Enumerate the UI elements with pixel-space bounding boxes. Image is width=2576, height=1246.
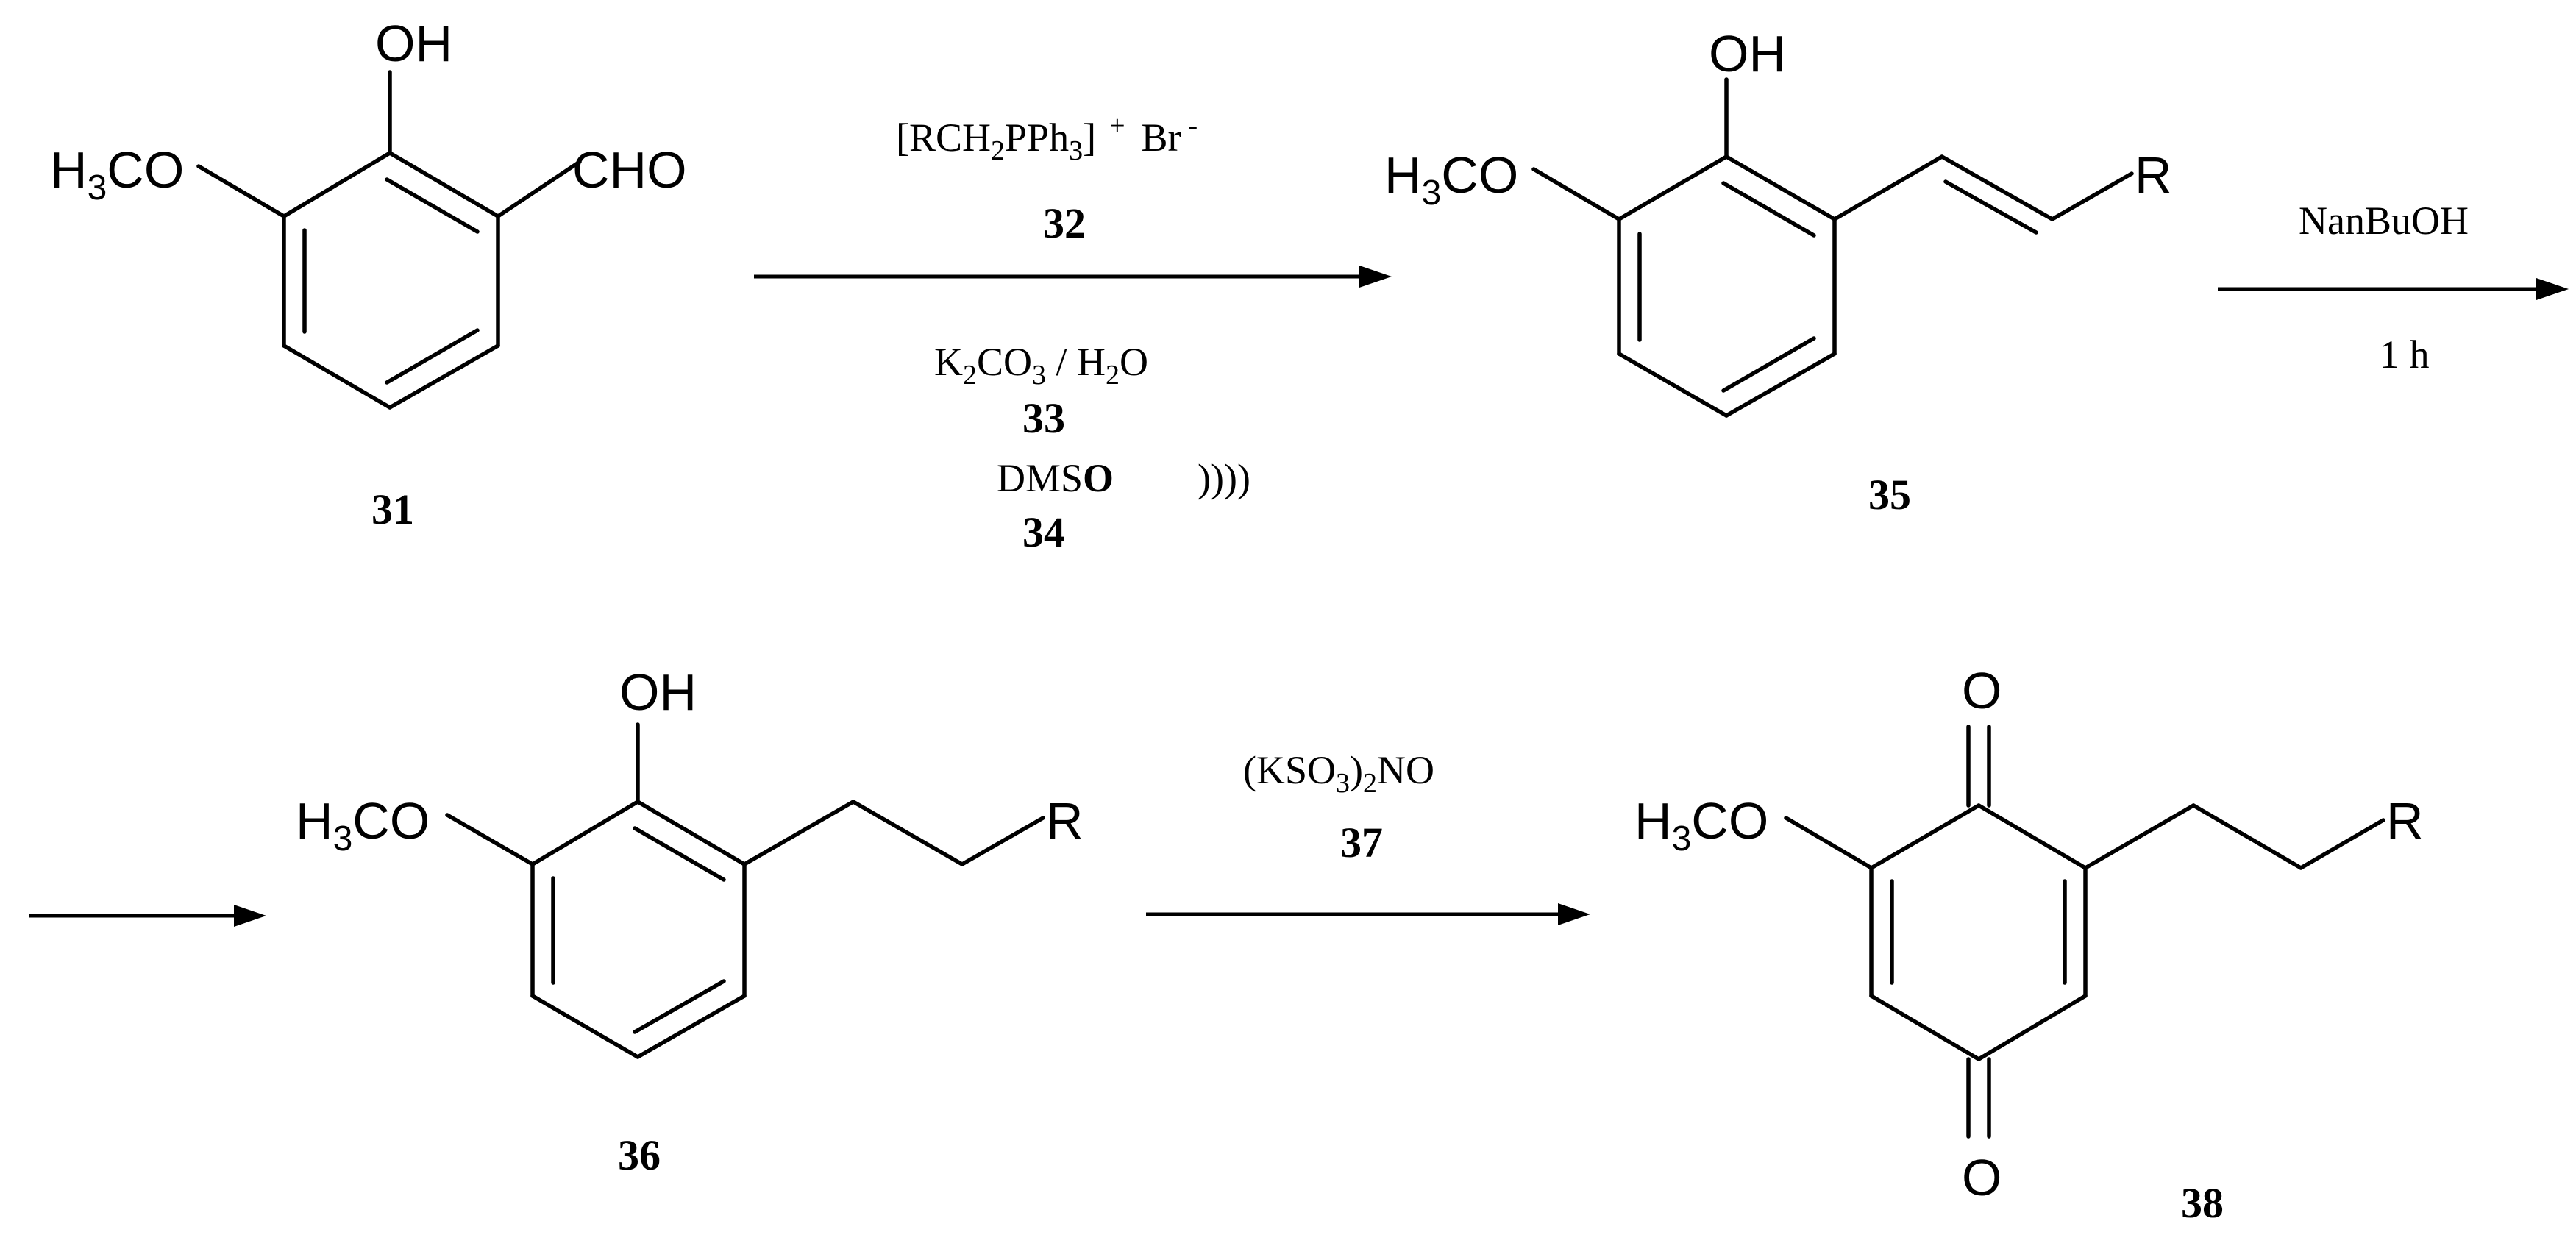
compound-36-label: 36 <box>618 1131 661 1179</box>
methoxy-label: H3CO <box>296 792 430 858</box>
hydroxyl-label: OH <box>619 663 697 721</box>
step3-arrow <box>1146 903 1590 925</box>
hydroxyl-label: OH <box>1709 25 1786 82</box>
ultrasound-symbol: )))) <box>1198 456 1250 500</box>
step2-time: 1 h <box>2380 332 2430 377</box>
step3-reagent-number: 37 <box>1340 819 1383 866</box>
ethyl-chain <box>742 800 1045 866</box>
bottom-carbonyl <box>1966 1057 1991 1139</box>
methoxy-bond <box>1784 816 1874 870</box>
top-carbonyl <box>1966 725 1991 808</box>
bottom-oxygen-label: O <box>1962 1149 2002 1206</box>
step2-arrow-start <box>2218 278 2569 300</box>
ethyl-chain <box>2083 803 2385 870</box>
compound-31-label: 31 <box>371 485 414 533</box>
step1-base-number: 33 <box>1022 394 1065 442</box>
aldehyde-label: CHO <box>572 141 687 199</box>
step2-reagent: NanBuOH <box>2299 199 2469 243</box>
r-group-label: R <box>2135 146 2172 204</box>
compound-35-ring <box>1617 154 1837 418</box>
trans-alkene <box>1832 154 2134 235</box>
methoxy-bond <box>1531 167 1621 221</box>
compound-38-label: 38 <box>2181 1179 2224 1227</box>
compound-38-structure: O O H3CO R <box>1634 662 2424 1206</box>
step1-arrow <box>754 266 1392 288</box>
compound-31-ring <box>282 151 500 410</box>
top-oxygen-label: O <box>1962 662 2002 719</box>
r-group-label: R <box>1046 792 1084 850</box>
step1-reagent: [RCH2PPh3]+Br- <box>896 110 1198 166</box>
methoxy-bond <box>445 813 535 866</box>
compound-35-structure: OH H3CO R <box>1384 25 2172 418</box>
step1-solvent: DMSO <box>997 456 1114 500</box>
compound-31-structure: OH H3CO CHO <box>50 15 687 410</box>
r-group-label: R <box>2386 792 2424 850</box>
methoxy-label: H3CO <box>1384 146 1518 213</box>
step1-solvent-number: 34 <box>1022 508 1065 556</box>
compound-36-structure: OH H3CO R <box>296 663 1084 1059</box>
compound-36-ring <box>530 800 747 1059</box>
methoxy-label: H3CO <box>50 141 184 207</box>
methoxy-label: H3CO <box>1634 792 1768 858</box>
step2-arrow-continued <box>29 905 266 927</box>
aldehyde-bond <box>496 160 582 218</box>
step3-reagent: (KSO3)2NO <box>1243 748 1434 799</box>
step1-base: K2CO3 / H2O <box>934 340 1148 391</box>
hydroxyl-label: OH <box>375 15 452 72</box>
methoxy-bond <box>196 164 286 218</box>
compound-38-ring <box>1869 803 2088 1061</box>
compound-35-label: 35 <box>1868 471 1911 519</box>
step1-reagent-number: 32 <box>1043 199 1086 247</box>
